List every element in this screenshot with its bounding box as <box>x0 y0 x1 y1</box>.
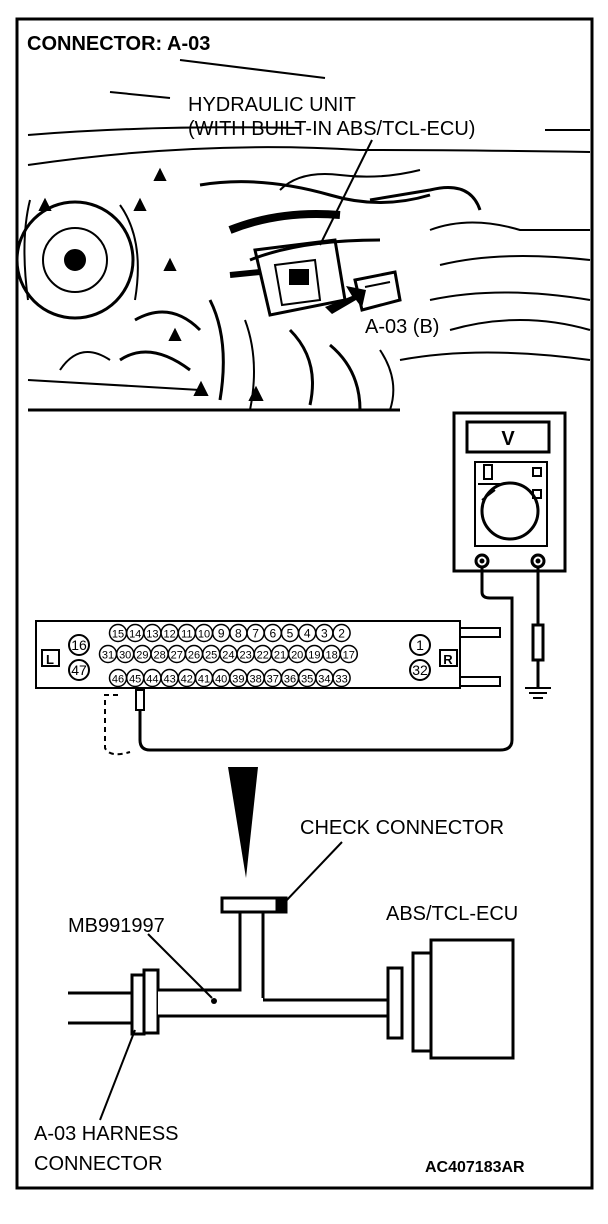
pin-number: 42 <box>181 674 193 686</box>
pin-number: 22 <box>257 650 269 662</box>
ecu-label: ABS/TCL-ECU <box>386 903 518 925</box>
view-direction-arrow <box>228 767 258 878</box>
harness-connector-label-1: A-03 HARNESS <box>34 1123 179 1145</box>
pin-number: 15 <box>112 629 124 641</box>
pin-number: 27 <box>171 650 183 662</box>
pin-number: 26 <box>188 650 200 662</box>
figure-code: AC407183AR <box>425 1159 525 1176</box>
pin-number: 24 <box>222 650 234 662</box>
harness-connector-label-2: CONNECTOR <box>34 1153 163 1175</box>
check-connector-label: CHECK CONNECTOR <box>300 817 504 839</box>
pin-number: 38 <box>249 674 261 686</box>
pin-circle <box>339 644 359 664</box>
connector-photo-label: A-03 (B) <box>365 316 439 338</box>
connector-pointer-arrow <box>325 286 366 314</box>
meter-leads <box>104 568 551 756</box>
pin-number: 25 <box>205 650 217 662</box>
pin-number: 40 <box>215 674 227 686</box>
tool-label: MB991997 <box>68 915 165 937</box>
pin-number: 43 <box>163 674 175 686</box>
corner-pins <box>68 634 431 681</box>
connector-title: CONNECTOR: A-03 <box>27 33 210 55</box>
pin-number: 20 <box>291 650 303 662</box>
pin-number: 3 <box>321 627 328 641</box>
pin-number: 18 <box>325 650 337 662</box>
pin-number: 13 <box>146 629 158 641</box>
engine-illustration <box>15 59 591 412</box>
pin-circle <box>332 623 351 643</box>
pin-number: 29 <box>136 650 148 662</box>
pin-number: 44 <box>146 674 158 686</box>
pin-16: 16 <box>71 637 87 653</box>
pin-number: 30 <box>119 650 131 662</box>
pin-number: 31 <box>102 650 114 662</box>
voltmeter <box>452 411 567 573</box>
hydraulic-unit-label: HYDRAULIC UNIT <box>188 94 356 116</box>
pin-1: 1 <box>416 637 424 653</box>
pin-number: 46 <box>112 674 124 686</box>
pin-number: 37 <box>267 674 279 686</box>
harness-leaders <box>99 841 343 1121</box>
pin-number: 19 <box>308 650 320 662</box>
unit-leader-line <box>319 139 373 246</box>
pin-number: 12 <box>163 629 175 641</box>
pin-number: 5 <box>287 627 294 641</box>
pin-number: 7 <box>252 627 259 641</box>
right-marker: R <box>443 652 453 667</box>
pin-number: 34 <box>318 674 330 686</box>
pin-number: 2 <box>338 627 345 641</box>
pin-number: 9 <box>218 627 225 641</box>
pin-number: 10 <box>198 629 210 641</box>
pin-number: 21 <box>274 650 286 662</box>
pin-47: 47 <box>71 662 87 678</box>
hydraulic-unit-sublabel: (WITH BUILT-IN ABS/TCL-ECU) <box>188 118 475 140</box>
pin-number: 45 <box>129 674 141 686</box>
pin-number: 41 <box>198 674 210 686</box>
pin-number: 35 <box>301 674 313 686</box>
pin-circle <box>332 668 351 688</box>
pin-number: 14 <box>129 629 141 641</box>
tool-junction-dot <box>211 998 217 1004</box>
harness-diagram <box>68 896 515 1060</box>
outer-frame <box>15 17 594 1190</box>
pin-number: 23 <box>239 650 251 662</box>
pin-32: 32 <box>412 662 428 678</box>
pin-number: 28 <box>153 650 165 662</box>
left-marker: L <box>46 652 54 667</box>
pin-number: 33 <box>335 674 347 686</box>
pin-number: 8 <box>235 627 242 641</box>
pin-number: 4 <box>304 627 311 641</box>
pin-number: 39 <box>232 674 244 686</box>
pin-number: 6 <box>269 627 276 641</box>
pin-number: 36 <box>284 674 296 686</box>
pin-number: 11 <box>181 629 192 641</box>
pin-number: 17 <box>343 650 355 662</box>
voltmeter-symbol: V <box>501 428 515 450</box>
